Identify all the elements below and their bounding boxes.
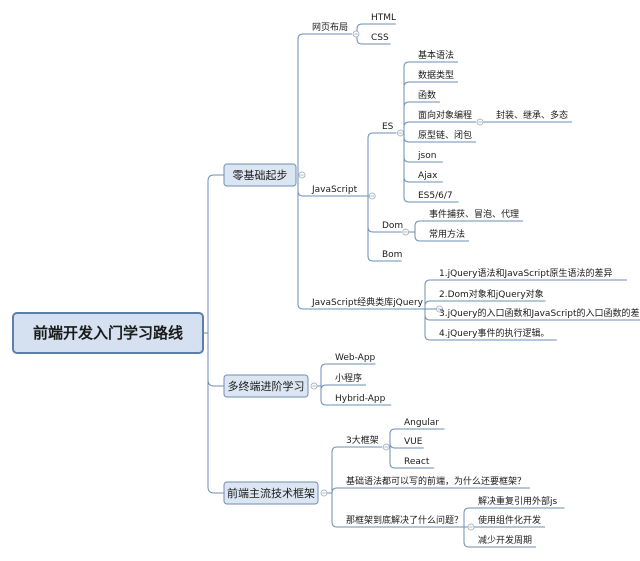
connector (297, 33, 308, 175)
connector (403, 133, 414, 143)
connector (320, 384, 331, 391)
connector (320, 363, 331, 386)
node-event-capture: 事件捕获、冒泡、代理 (429, 208, 519, 220)
connector (424, 309, 435, 341)
connector (463, 507, 474, 527)
node-dom: Dom (382, 221, 403, 231)
connector (463, 527, 474, 548)
node-three-frameworks: 3大框架 (346, 434, 379, 446)
connector (207, 174, 224, 333)
node-mini-program: 小程序 (335, 372, 362, 384)
connector (389, 442, 400, 449)
connector (424, 309, 435, 321)
node-entry-function-diff: 3.jQuery的入口函数和JavaScript的入口函数的差异 (439, 307, 640, 319)
connector (424, 300, 435, 309)
connector (207, 333, 224, 387)
connector (356, 23, 367, 34)
node-dom-vs-jquery-object: 2.Dom对象和jQuery对象 (439, 288, 544, 300)
root-title: 前端开发入门学习路线 (33, 324, 183, 342)
connector (414, 232, 425, 242)
branch-label: 多终端进阶学习 (228, 379, 305, 393)
node-react: React (404, 457, 430, 467)
connector (403, 133, 414, 203)
connector (356, 34, 367, 45)
branch-3: 前端主流技术框架 (223, 481, 319, 505)
connector (367, 196, 378, 262)
node-jquery-syntax-diff: 1.jQuery语法和JavaScript原生语法的差异 (439, 267, 613, 279)
connector (331, 487, 342, 494)
connector (207, 333, 224, 494)
connector (424, 279, 435, 309)
node-common-methods: 常用方法 (429, 228, 465, 240)
node-functions: 函数 (418, 89, 436, 101)
connector (403, 121, 414, 133)
connector (320, 386, 331, 406)
node-basic-syntax: 基本语法 (418, 49, 454, 61)
branch-box (223, 374, 309, 398)
node-json: json (417, 151, 436, 161)
branch-box (223, 481, 319, 505)
node-oop: 面向对象编程 (418, 109, 472, 121)
node-es567: ES5/6/7 (418, 191, 453, 201)
node-web-app: Web-App (335, 353, 376, 363)
node-jquery-event-logic: 4.jQuery事件的执行逻辑。 (439, 327, 549, 339)
node-ajax: Ajax (418, 171, 438, 181)
node-bom: Bom (382, 250, 402, 260)
node-vue: VUE (404, 437, 423, 447)
branch-2: 多终端进阶学习 (223, 374, 309, 398)
connector (414, 220, 425, 232)
node-why-framework: 基础语法都可以写的前端，为什么还要框架？ (346, 475, 526, 487)
node-es: ES (382, 122, 394, 132)
connector (331, 493, 342, 528)
node-hybrid-app: Hybrid-App (335, 394, 386, 404)
node-reuse-external-js: 解决重复引用外部js (478, 495, 558, 507)
node-css: CSS (371, 33, 389, 43)
node-shorter-cycle: 减少开发周期 (478, 534, 532, 546)
node-prototype-closure: 原型链、闭包 (418, 129, 472, 141)
node-data-types: 数据类型 (418, 69, 454, 81)
connector (403, 101, 414, 133)
branch-label: 前端主流技术框架 (227, 486, 315, 500)
node-encapsulation: 封装、继承、多态 (496, 109, 568, 121)
connector (389, 447, 400, 469)
branch-label: 零基础起步 (233, 169, 288, 182)
node-jquery: JavaScript经典类库jQuery (311, 296, 424, 308)
node-javascript: JavaScript (311, 185, 358, 195)
connector (403, 133, 414, 163)
root-box (12, 312, 204, 354)
node-web-layout: 网页布局 (312, 21, 348, 33)
root-node: 前端开发入门学习路线 (12, 312, 204, 354)
node-what-problem: 那框架到底解决了什么问题？ (346, 514, 463, 526)
connector (367, 196, 378, 233)
branch-box (223, 163, 297, 187)
connector (389, 428, 400, 447)
connector (403, 61, 414, 133)
connector (403, 81, 414, 133)
connector-lines (203, 23, 492, 548)
connector (297, 175, 308, 310)
node-component-dev: 使用组件化开发 (478, 514, 541, 526)
node-angular: Angular (404, 418, 439, 428)
node-html: HTML (371, 13, 396, 23)
connector (367, 132, 378, 196)
branch-1: 零基础起步 (223, 163, 297, 187)
connector (331, 446, 342, 493)
